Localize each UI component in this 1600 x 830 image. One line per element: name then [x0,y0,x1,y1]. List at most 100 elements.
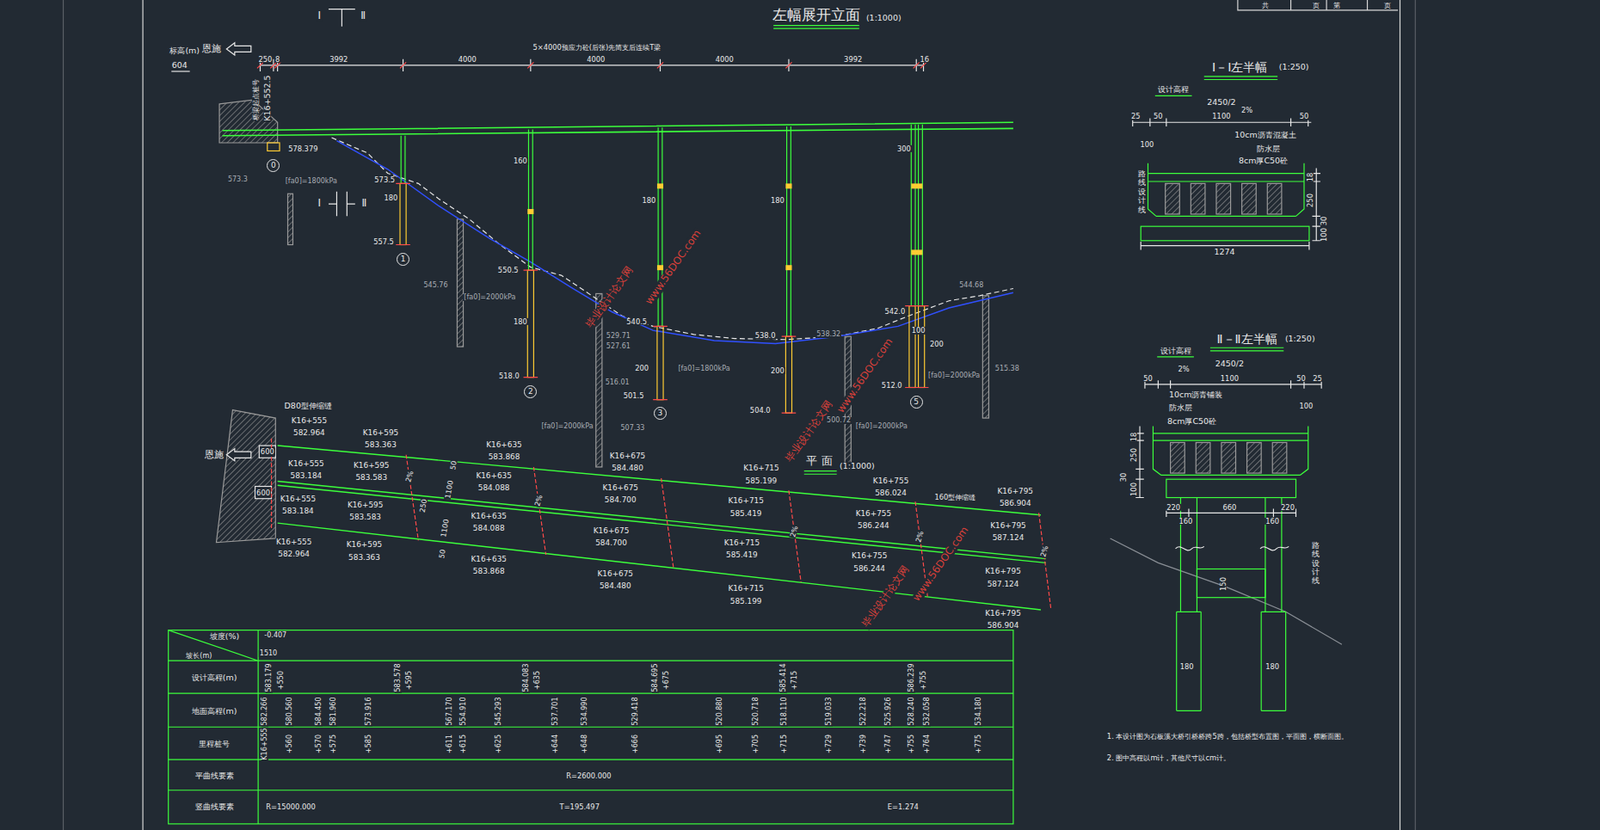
station-elevation: K16+635 [485,441,524,450]
ground-elevation: 544.68 [958,282,985,290]
table-cell: 坡度(%) [209,632,240,640]
section-label: 250 [1130,447,1138,463]
section-label: 250 [1306,192,1314,209]
bearing-capacity: [fa0]=1800kPa [676,365,731,373]
station-elevation: 583.184 [281,507,315,516]
pile [527,270,534,377]
station-elevation: 584.480 [610,464,645,473]
table-cell: +775 [975,733,983,755]
tie-beam [657,183,664,189]
table-cell: 586.239 [908,662,916,693]
cross-section-2 [1176,498,1287,712]
section-label: 160 [1177,517,1194,525]
section-label: 路线设计线 [1310,541,1320,586]
cross-section-2 [1170,443,1186,474]
elevation-label: 550.5 [497,266,520,274]
bearing-capacity: [fa0]=2000kPa [927,372,981,380]
station-elevation: 583.868 [472,567,506,576]
table-cell: 平曲线要素 [194,771,235,780]
pier-number-circle: 1 [396,252,410,266]
borehole [288,193,990,469]
cross-section-2 [1175,546,1290,550]
cross-section-1 [1216,183,1231,215]
elevation-label: 5×4000预应力砼(后张)先简支后连续T梁 [531,43,662,50]
table-cell: +729 [825,733,833,755]
table-cell: 583.578 [394,662,402,693]
table-cell: +611 [446,733,454,755]
bearing-capacity: [fa0]=2000kPa [540,423,594,431]
plan-label: 平 面 [805,455,833,468]
table-cell: +695 [716,733,724,755]
cross-section-2 [1110,380,1342,711]
table-cell: 585.414 [780,662,788,693]
table-cell: 584.083 [523,662,530,693]
cross-section-1 [1132,118,1321,251]
plan-abutment [215,410,276,543]
expansion-joint [271,438,1052,610]
station-elevation: 584.088 [472,524,506,533]
elevation-label: 100 [910,326,927,334]
station-elevation: 585.419 [725,551,759,560]
plan-edge-line [277,445,1047,610]
pile [657,326,664,400]
station-elevation: 586.244 [856,521,891,530]
elevation-label: Ⅱ [361,198,369,210]
table-cell: +648 [581,733,589,755]
elevation-label: 180 [769,196,786,204]
watermark: www.56DOC.com [643,227,704,308]
table-cell: +550 [277,670,285,691]
section-label: 100 [1298,402,1314,410]
cross-section-1 [1242,183,1257,215]
elevation-label: 3992 [328,55,349,63]
elevation-label: 180 [641,196,658,204]
station-elevation: K16+755 [850,552,889,560]
section-label: 1274 [1212,247,1236,256]
table-cell: 532.058 [923,695,931,727]
table-cell: +570 [315,733,323,755]
elevation-label: 300 [896,145,912,153]
plan-label: 50 [448,459,457,472]
section-label: 8cm厚C50砼 [1166,417,1218,425]
section-label: (1:250) [1284,334,1317,343]
plan-abutment [226,449,251,462]
section-label: 8cm厚C50砼 [1237,157,1289,166]
plan-label: 1100 [439,517,450,539]
elevation-label: 8 [274,55,281,63]
station-elevation: 587.124 [991,534,1026,542]
table-cell: 518.110 [781,695,788,727]
table-cell: 520.718 [752,695,760,727]
elevation-label: 桥梁起点桩号 [251,78,259,122]
station-elevation: K16+675 [609,452,647,461]
table-cell: 坡长(m) [184,652,213,660]
sheet-frame [1415,0,1416,830]
section-label: 160 [1264,517,1280,525]
table-cell: 567.170 [446,695,454,727]
dimension-tick [257,61,927,68]
section-label: 220 [1280,503,1296,511]
station-elevation: 582.964 [276,550,311,559]
section-label: 1100 [1211,112,1231,120]
elevation-label: 160 [512,157,529,165]
table-cell: +715 [791,670,799,691]
data-table [168,630,1014,825]
cross-section-2 [1135,380,1322,517]
elevation-label: 538.0 [754,332,777,339]
station-elevation: K16+715 [742,464,781,473]
section-mark [328,9,356,217]
section-label: 50 [1152,112,1164,120]
plan-label: 2% [914,529,925,545]
table-cell: -0.407 [263,632,288,640]
table-cell: +625 [495,733,503,755]
table-cell: +560 [286,733,294,755]
ground-elevation: 527.61 [605,343,632,351]
sheet-frame [141,0,143,830]
elevation-label: 604 [171,61,189,69]
elevation-label: 504.0 [749,406,772,414]
table-cell: T=195.497 [559,803,601,811]
cross-section-2 [1247,443,1262,474]
station-elevation: K16+715 [723,539,762,548]
callout-number: 5 [913,398,919,407]
bearing-capacity: [fa0]=2000kPa [855,423,909,431]
